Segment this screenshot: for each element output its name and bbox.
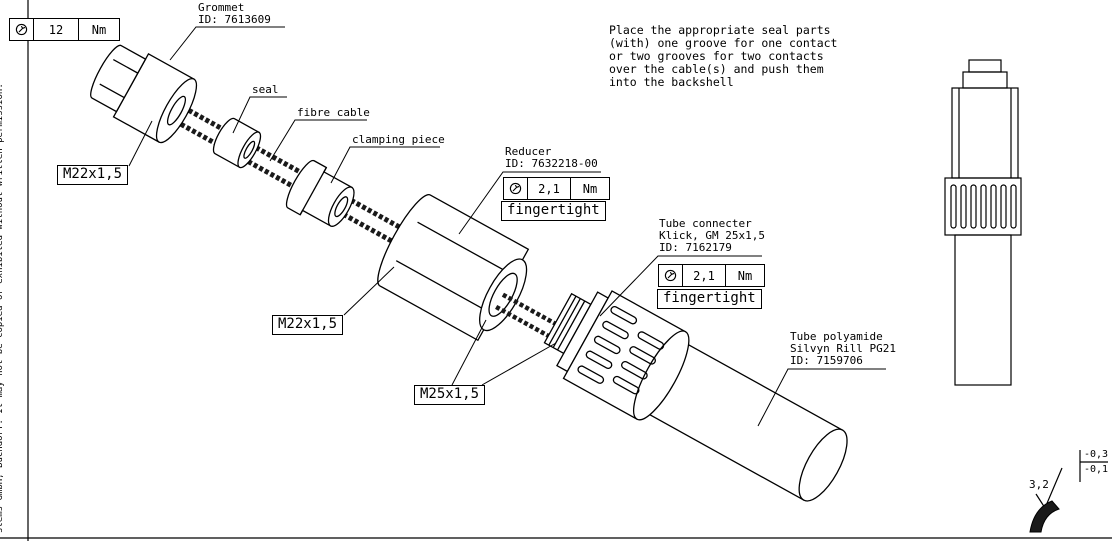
torque-unit: Nm <box>570 178 609 199</box>
surface-roughness-value: 3,2 <box>1029 478 1049 491</box>
instruction-line: over the cable(s) and push them <box>609 62 824 76</box>
reducer-fingertight: fingertight <box>501 201 606 221</box>
instruction-line: or two grooves for two contacts <box>609 49 824 63</box>
torque-value: 12 <box>33 19 78 40</box>
section-detail-glyph <box>1029 500 1060 533</box>
tolerance-lower: -0,1 <box>1084 464 1109 475</box>
torque-unit: Nm <box>78 19 119 40</box>
grommet-label: Grommet <box>198 1 245 14</box>
seal-label: seal <box>252 83 279 96</box>
tube-connecter-spec: Klick, GM 25x1,5 <box>659 229 765 242</box>
torque-wrench-icon <box>504 178 527 199</box>
tube-polyamide-id: ID: 7159706 <box>790 354 863 367</box>
fibre-cable-label: fibre cable <box>297 106 370 119</box>
instruction-line: Place the appropriate seal parts <box>609 23 831 37</box>
torque-spec-reducer: 2,1 Nm <box>503 177 610 200</box>
thread-label-m25: M25x1,5 <box>414 385 486 405</box>
torque-unit: Nm <box>725 265 764 286</box>
torque-spec-grommet: 12 Nm <box>9 18 120 41</box>
instruction-line: (with) one groove for one contact <box>609 36 838 50</box>
thread-label-m22-grommet: M22x1,5 <box>57 165 129 185</box>
grommet-id: ID: 7613609 <box>198 13 271 26</box>
thread-label-m22-reducer: M22x1,5 <box>272 315 344 335</box>
fibre-cables-bore <box>495 292 598 361</box>
tolerance-upper: -0,3 <box>1084 449 1109 460</box>
reducer-id: ID: 7632218-00 <box>505 157 598 170</box>
copyright-side-note: stems GmbH, Buchdorf. It may not be copi… <box>0 83 5 533</box>
instruction-line: into the backshell <box>609 75 734 89</box>
tube-polyamide-spec: Silvyn Rill PG21 <box>790 342 896 355</box>
torque-wrench-icon <box>659 265 682 286</box>
reducer-label: Reducer <box>505 145 552 158</box>
torque-value: 2,1 <box>527 178 570 199</box>
torque-spec-connecter: 2,1 Nm <box>658 264 765 287</box>
connecter-slots <box>577 305 665 395</box>
assembled-side-view <box>944 59 1022 386</box>
instruction-text: Place the appropriate seal parts (with) … <box>609 24 837 89</box>
leader-lines <box>128 26 886 427</box>
torque-value: 2,1 <box>682 265 725 286</box>
clamping-piece-label: clamping piece <box>352 133 445 146</box>
tube-polyamide-label: Tube polyamide <box>790 330 883 343</box>
tube-connecter-drawing <box>543 290 690 421</box>
clamping-piece-drawing <box>285 159 355 227</box>
tube-connecter-id: ID: 7162179 <box>659 241 732 254</box>
torque-wrench-icon <box>10 19 33 40</box>
grommet-drawing <box>90 44 198 144</box>
connecter-fingertight: fingertight <box>657 289 762 309</box>
tube-connecter-label: Tube connecter <box>659 217 752 230</box>
seal-drawing <box>212 117 262 169</box>
